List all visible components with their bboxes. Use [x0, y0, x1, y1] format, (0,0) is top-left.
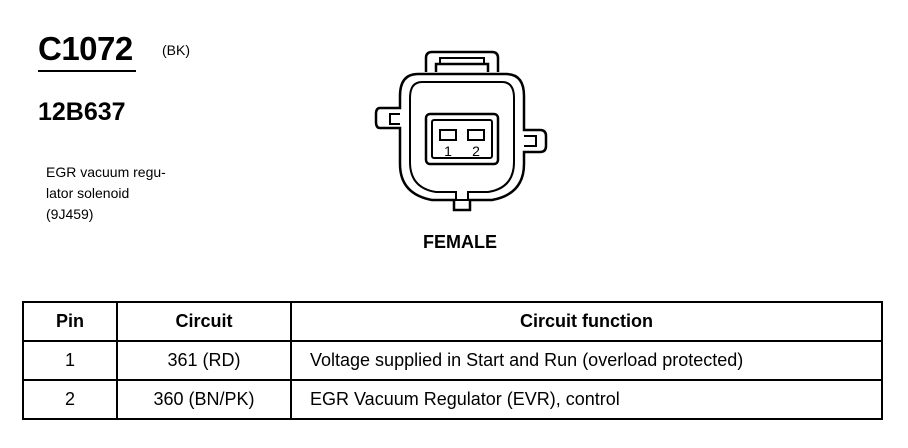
- connector-id: C1072: [38, 30, 133, 67]
- table-header-row: Pin Circuit Circuit function: [22, 301, 883, 342]
- pin-1-label: 1: [444, 143, 452, 159]
- housing-outer: [374, 72, 548, 212]
- connector-gender: FEMALE: [423, 232, 497, 252]
- description-line: EGR vacuum regu-: [46, 164, 166, 180]
- header-circuit: Circuit: [116, 301, 292, 342]
- connector-color: (BK): [162, 42, 190, 58]
- header-circuit-function: Circuit function: [290, 301, 883, 342]
- function-cell: EGR Vacuum Regulator (EVR), control: [290, 379, 883, 420]
- connector-face-drawing: 1 2: [374, 50, 548, 212]
- description-line: (9J459): [46, 206, 94, 222]
- connector-id-underline: [38, 70, 136, 72]
- pin-table: Pin Circuit Circuit function 1 361 (RD) …: [22, 301, 883, 420]
- function-cell: Voltage supplied in Start and Run (overl…: [290, 340, 883, 381]
- pin-cell: 2: [22, 379, 118, 420]
- table-row: 1 361 (RD) Voltage supplied in Start and…: [22, 340, 883, 381]
- latch-inner: [434, 62, 490, 72]
- description-line: lator solenoid: [46, 185, 130, 201]
- terminal-cavity: [424, 112, 500, 166]
- part-number: 12B637: [38, 98, 126, 126]
- table-row: 2 360 (BN/PK) EGR Vacuum Regulator (EVR)…: [22, 379, 883, 420]
- pin-1-terminal: [439, 129, 457, 141]
- pin-2-terminal: [467, 129, 485, 141]
- pin-cell: 1: [22, 340, 118, 381]
- header-pin: Pin: [22, 301, 118, 342]
- circuit-cell: 360 (BN/PK): [116, 379, 292, 420]
- pin-2-label: 2: [472, 143, 480, 159]
- component-description: EGR vacuum regu- lator solenoid (9J459): [46, 162, 166, 225]
- circuit-cell: 361 (RD): [116, 340, 292, 381]
- housing-inner: [409, 81, 515, 201]
- latch: [424, 50, 500, 72]
